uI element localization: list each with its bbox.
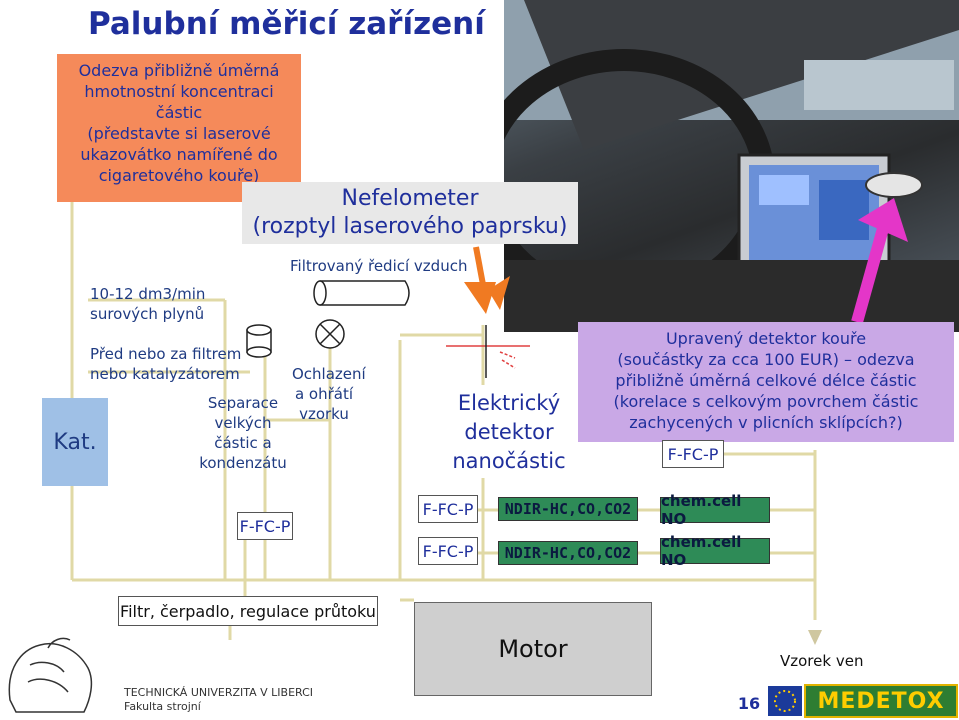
label-line: Ochlazení xyxy=(292,365,366,383)
electric-detector-box: Elektrický detektor nanočástic xyxy=(424,385,594,478)
fcp-box-main: F-FC-P xyxy=(237,512,293,540)
fcp-box-ndir-1: F-FC-P xyxy=(418,495,478,523)
fcp-box-ndir-2: F-FC-P xyxy=(418,537,478,565)
separation-label: Separace velkých částic a kondenzátu xyxy=(196,393,290,473)
box-line: Elektrický xyxy=(457,391,561,415)
lion-icon xyxy=(8,637,93,713)
filter-pump-box: Filtr, čerpadlo, regulace průtoku xyxy=(118,596,378,626)
logo-line: Fakulta strojní xyxy=(124,700,201,713)
note-line: částic xyxy=(155,103,203,122)
note-line: ukazovátko namířené do xyxy=(80,145,278,164)
note-line: zachycených v plicních sklípcích?) xyxy=(629,413,903,432)
note-line: (představte si laserové xyxy=(87,124,271,143)
label-line: nebo katalyzátorem xyxy=(90,365,240,383)
logo-line: TECHNICKÁ UNIVERZITA V LIBERCI xyxy=(124,686,314,699)
vehicle-photo-art xyxy=(504,0,959,332)
chem-cell-2: chem.cell NO xyxy=(660,533,770,569)
note-line: (rozptyl laserového paprsku) xyxy=(252,214,568,239)
note-line: cigaretového kouře) xyxy=(98,166,260,185)
chem-cell-1: chem.cell NO xyxy=(660,492,770,528)
cooling-label: Ochlazení a ohřátí vzorku xyxy=(292,364,366,424)
vehicle-photo xyxy=(504,0,959,332)
label-line: a ohřátí xyxy=(294,385,354,403)
tube-icon xyxy=(313,280,410,306)
page-number: 16 xyxy=(734,690,764,716)
odezva-note: Odezva přibližně úměrná hmotnostní konce… xyxy=(57,54,301,202)
smoke-detector-note: Upravený detektor kouře (součástky za cc… xyxy=(578,322,954,442)
fcp-box-smoke: F-FC-P xyxy=(662,440,724,468)
box-line: detektor xyxy=(464,420,554,444)
raw-gas-label: 10-12 dm3/min surových plynů xyxy=(90,284,205,324)
magenta-arrow-icon xyxy=(851,198,908,324)
label-line: velkých xyxy=(214,414,272,432)
note-line: Upravený detektor kouře xyxy=(665,329,867,348)
ndir-analyzer-1: NDIR-HC,CO,CO2 xyxy=(498,497,638,521)
outlet-arrow-icon xyxy=(808,630,822,645)
note-line: (součástky za cca 100 EUR) – odezva xyxy=(617,350,915,369)
sample-out-label: Vzorek ven xyxy=(780,652,864,670)
catalyst-label: Kat. xyxy=(42,398,108,486)
filter-position-label: Před nebo za filtrem nebo katalyzátorem xyxy=(90,344,241,384)
page-title: Palubní měřicí zařízení xyxy=(88,6,485,42)
engine-box: Motor xyxy=(414,602,652,696)
note-line: Nefelometer xyxy=(341,186,479,211)
note-line: Odezva přibližně úměrná xyxy=(78,61,280,80)
dilution-air-label: Filtrovaný ředicí vzduch xyxy=(290,257,468,275)
label-line: surových plynů xyxy=(90,305,205,323)
label-line: Před nebo za filtrem xyxy=(90,345,242,363)
box-line: nanočástic xyxy=(452,449,566,473)
eu-flag-icon xyxy=(768,686,802,716)
note-line: přibližně úměrná celkové délce částic xyxy=(615,371,917,390)
label-line: 10-12 dm3/min xyxy=(90,285,206,303)
ndir-analyzer-2: NDIR-HC,CO,CO2 xyxy=(498,541,638,565)
label-line: částic a xyxy=(214,434,272,452)
label-line: vzorku xyxy=(299,405,349,423)
university-logo: TECHNICKÁ UNIVERZITA V LIBERCI Fakulta s… xyxy=(124,686,313,714)
cylinder-icon xyxy=(246,324,272,358)
label-line: kondenzátu xyxy=(199,454,287,472)
nefelometer-note: Nefelometer (rozptyl laserového paprsku) xyxy=(242,182,578,244)
orange-arrow-icon xyxy=(464,246,510,314)
medetox-logo: MEDETOX xyxy=(804,684,958,718)
note-line: (korelace s celkovým povrchem částic xyxy=(613,392,919,411)
label-line: Separace xyxy=(207,394,279,412)
cross-circle-icon xyxy=(315,319,345,349)
note-line: hmotnostní koncentraci xyxy=(84,82,274,101)
